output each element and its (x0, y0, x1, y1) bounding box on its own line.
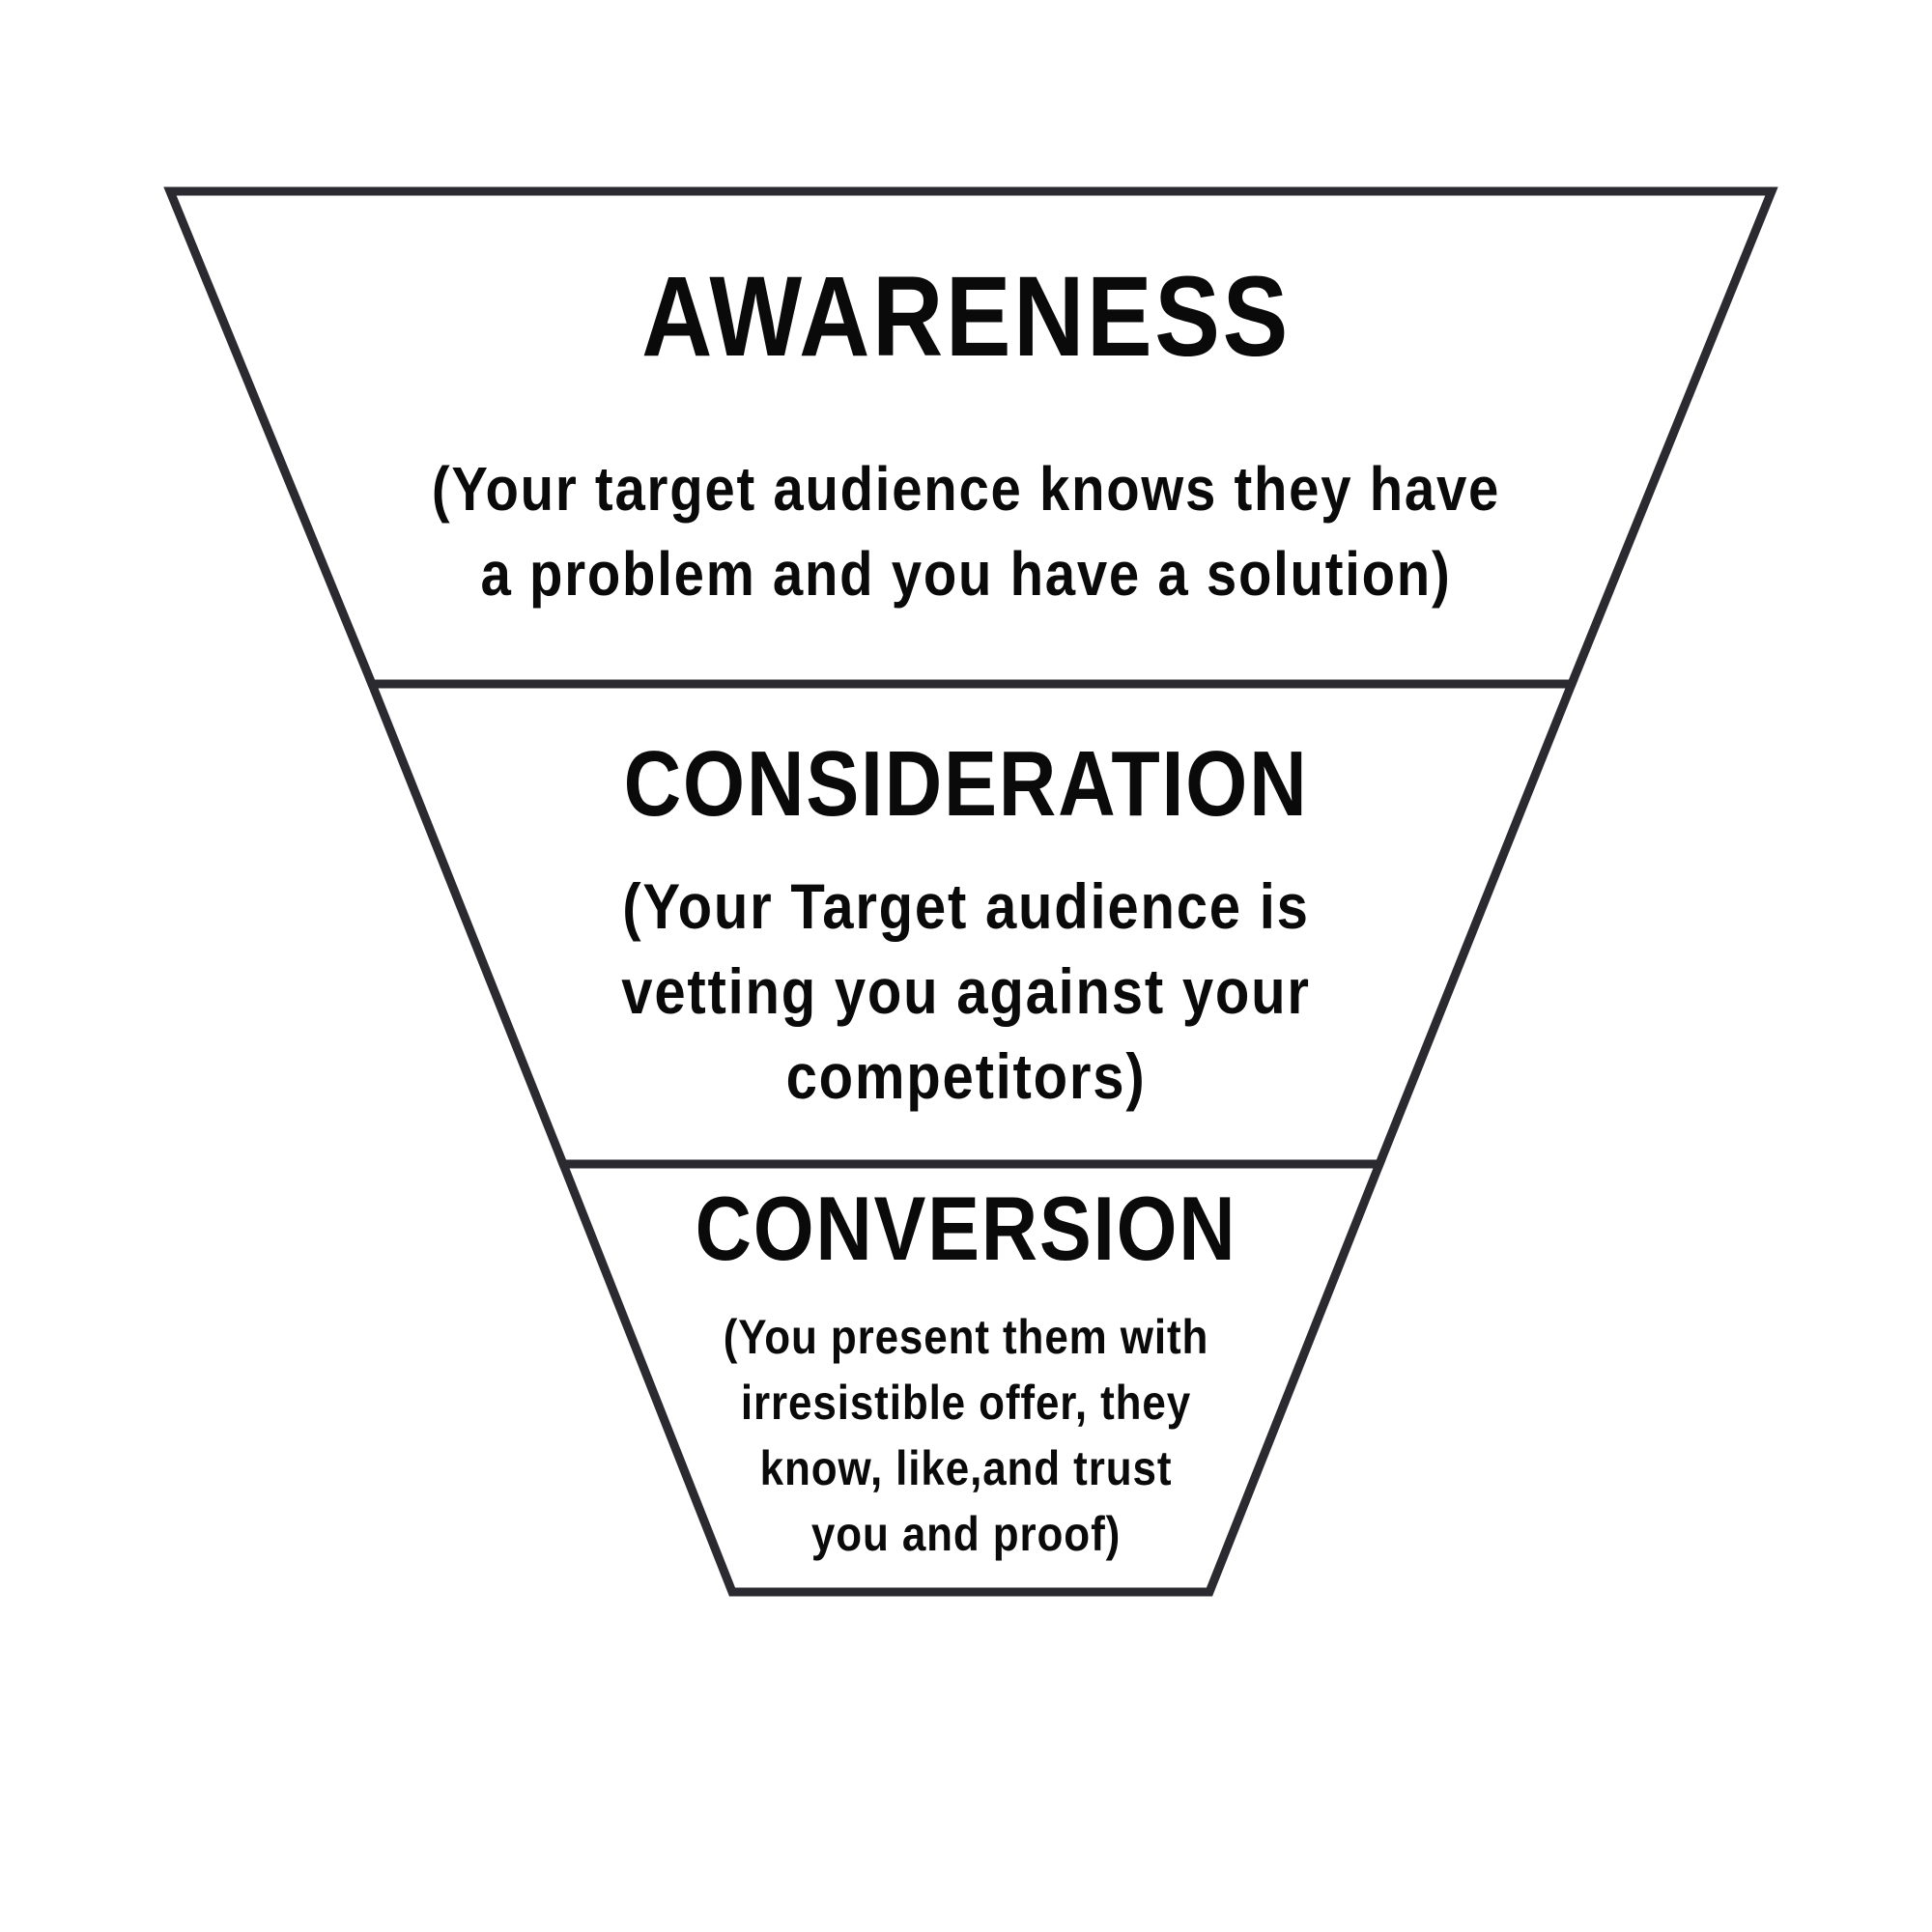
funnel-stage-conversion-shape (556, 1159, 1386, 1597)
awareness-description-line: (Your target audience knows they have (431, 454, 1501, 524)
awareness-description-line: a problem and you have a solution) (480, 539, 1452, 609)
conversion-description: (You present them with irresistible offe… (116, 1304, 1816, 1567)
awareness-title: AWARENESS (641, 253, 1291, 381)
conversion-description-line: (You present them with (723, 1310, 1209, 1364)
consideration-description: (Your Target audience is vetting you aga… (116, 864, 1816, 1119)
conversion-title: CONVERSION (695, 1178, 1237, 1279)
conversion-description-line: irresistible offer, they (740, 1376, 1192, 1430)
consideration-description-line: (Your Target audience is (622, 870, 1310, 942)
awareness-description: (Your target audience knows they have a … (116, 446, 1816, 616)
conversion-description-line: know, like,and trust (759, 1441, 1173, 1495)
conversion-description-line: you and proof) (810, 1507, 1122, 1561)
consideration-description-line: competitors) (785, 1040, 1147, 1112)
consideration-title: CONSIDERATION (623, 732, 1309, 836)
consideration-description-line: vetting you against your (621, 955, 1311, 1027)
